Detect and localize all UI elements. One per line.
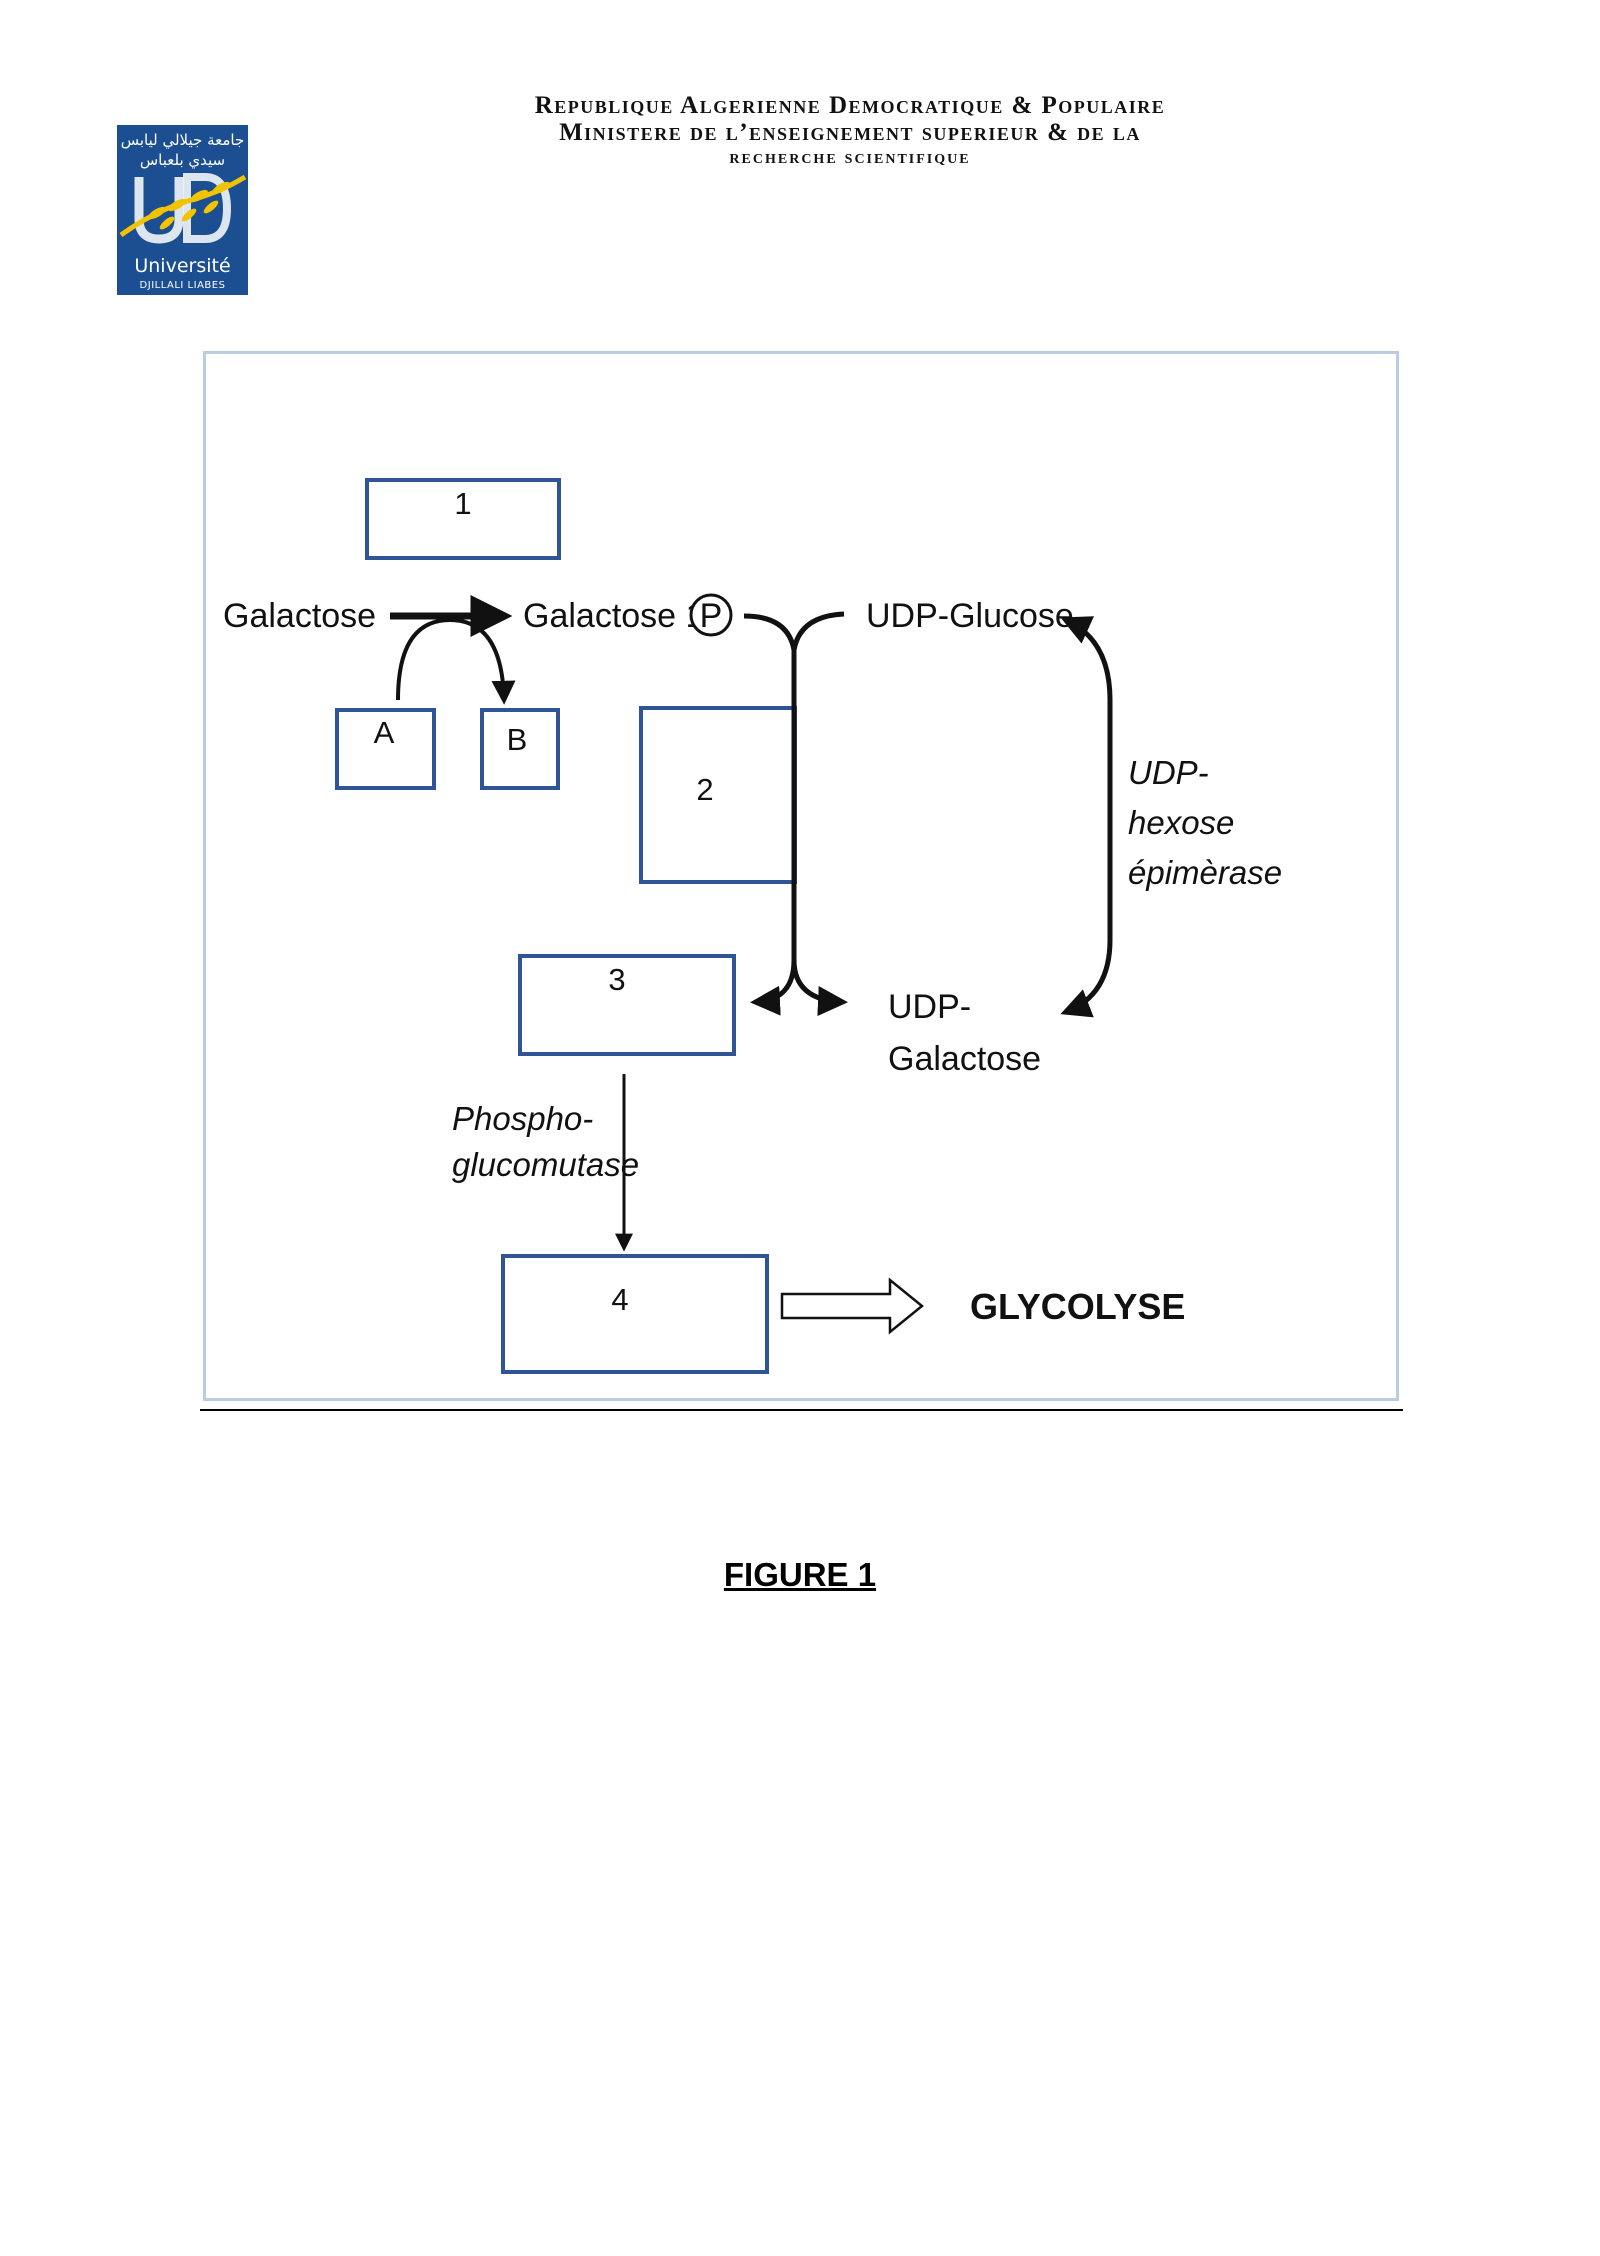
cofactor-curved-arrow xyxy=(396,617,516,705)
galactose-1p-label: Galactose 1- xyxy=(523,597,716,635)
transferase-right-branch xyxy=(791,959,848,1016)
box-2-label: 2 xyxy=(696,772,713,807)
box-2: 2 xyxy=(639,706,797,884)
box-3-label: 3 xyxy=(608,962,625,997)
box-a-label: A xyxy=(374,715,395,750)
box-b: B xyxy=(480,708,560,790)
udp-galactose-label-line2: Galactose xyxy=(888,1040,1041,1078)
frame-bottom-rule xyxy=(200,1409,1403,1411)
phosphate-circle: P xyxy=(689,593,733,637)
box-4: 4 xyxy=(501,1254,769,1374)
logo-arabic-line2: سيدي بلعباس xyxy=(139,151,226,169)
epimerase-double-arrow xyxy=(1060,616,1113,1018)
logo-subname: DJILLALI LIABES xyxy=(139,280,226,291)
box-1: 1 xyxy=(365,478,561,560)
glycolyse-hollow-arrow xyxy=(780,1277,924,1335)
epimerase-label-line3: épimèrase xyxy=(1128,854,1282,891)
box-4-label: 4 xyxy=(611,1282,628,1317)
epimerase-label-line2: hexose xyxy=(1128,804,1234,841)
phosphoglucomutase-label-line2: glucomutase xyxy=(452,1146,639,1183)
galactose-label: Galactose xyxy=(223,597,376,635)
box-3: 3 xyxy=(518,954,736,1056)
box-1-label: 1 xyxy=(454,486,471,521)
box-b-label: B xyxy=(507,722,528,757)
transferase-left-branch xyxy=(743,613,797,1016)
document-header: Republique Algerienne Democratique & Pop… xyxy=(300,92,1400,169)
phosphoglucomutase-label-line1: Phospho- xyxy=(452,1100,593,1137)
epimerase-label-line1: UDP- xyxy=(1128,754,1209,791)
box-a: A xyxy=(335,708,436,790)
logo-mark-icon xyxy=(119,173,247,244)
phosphate-label: P xyxy=(700,597,723,635)
header-line2: Ministere de l’enseignement superieur & … xyxy=(559,119,1141,146)
logo-arabic-line1: جامعة جيلالي ليابس xyxy=(120,131,245,149)
diagram-frame xyxy=(203,351,1399,1401)
header-line1: Republique Algerienne Democratique & Pop… xyxy=(534,92,1166,119)
udp-glucose-label: UDP-Glucose xyxy=(866,597,1074,635)
header-line3: recherche scientifique xyxy=(729,146,971,168)
udp-galactose-label-line1: UDP- xyxy=(888,988,971,1026)
transferase-right-top xyxy=(791,611,845,651)
university-logo: جامعة جيلالي ليابس سيدي بلعباس Universit… xyxy=(117,125,248,295)
glycolyse-label: GLYCOLYSE xyxy=(970,1286,1185,1327)
logo-name: Université xyxy=(134,255,231,277)
figure-caption: FIGURE 1 xyxy=(723,1556,877,1593)
